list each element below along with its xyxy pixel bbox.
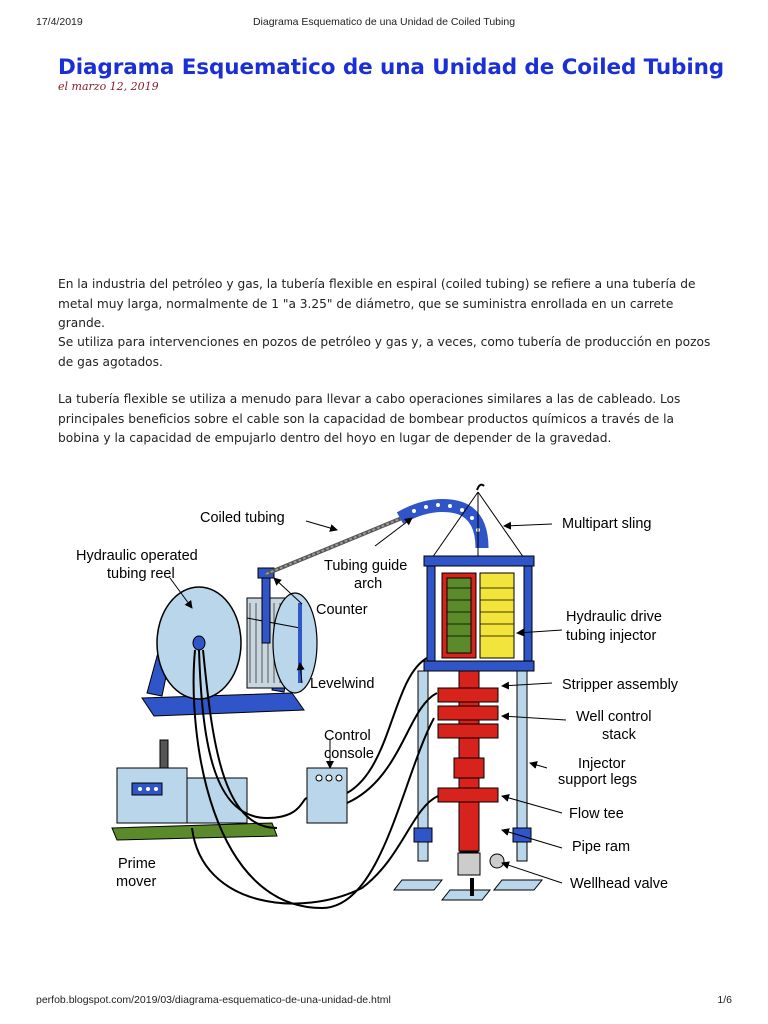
label-prime-1: Prime xyxy=(118,856,156,872)
label-prime-2: mover xyxy=(116,874,156,890)
injector-frame xyxy=(423,555,535,672)
label-legs-1: Injector xyxy=(578,756,626,772)
label-piperam: Pipe ram xyxy=(572,839,630,855)
control-console xyxy=(306,767,348,824)
multipart-sling xyxy=(431,483,525,559)
label-console-1: Control xyxy=(324,728,371,744)
prime-mover xyxy=(111,739,278,841)
label-reel-2: tubing reel xyxy=(107,566,175,582)
label-wellcontrol-1: Well control xyxy=(576,709,651,725)
label-wellcontrol-2: stack xyxy=(602,727,637,743)
label-injector-2: tubing injector xyxy=(566,628,656,644)
label-injector-1: Hydraulic drive xyxy=(566,609,662,625)
label-wellhead: Wellhead valve xyxy=(570,876,668,892)
support-legs xyxy=(392,670,544,901)
hydraulic-hoses xyxy=(191,649,439,910)
coiled-tubing-diagram: Coiled tubing Hydraulic operated tubing … xyxy=(76,483,679,910)
label-stripper: Stripper assembly xyxy=(562,677,679,693)
label-coiled-tubing: Coiled tubing xyxy=(200,510,285,526)
print-title: Diagrama Esquematico de una Unidad de Co… xyxy=(252,16,516,28)
label-sling: Multipart sling xyxy=(562,516,651,532)
page-url[interactable]: perfob.blogspot.com/2019/03/diagrama-esq… xyxy=(36,994,391,1006)
label-guide-2: arch xyxy=(354,576,382,592)
well-control-stack xyxy=(437,670,505,896)
tubing-reel xyxy=(141,567,318,717)
label-console-2: console xyxy=(324,746,374,762)
post-date: el marzo 12, 2019 xyxy=(58,80,159,93)
paragraph-2: Se utiliza para intervenciones en pozos … xyxy=(58,335,711,369)
paragraph-1: En la industria del petróleo y gas, la t… xyxy=(58,277,696,330)
label-reel-1: Hydraulic operated xyxy=(76,548,198,564)
label-levelwind: Levelwind xyxy=(310,676,375,692)
page-number: 1/6 xyxy=(717,994,732,1006)
paragraph-3: La tubería flexible se utiliza a menudo … xyxy=(58,392,681,445)
post-title[interactable]: Diagrama Esquematico de una Unidad de Co… xyxy=(58,55,725,80)
print-header: 17/4/2019 Diagrama Esquematico de una Un… xyxy=(0,16,768,30)
label-legs-2: support legs xyxy=(558,772,637,788)
label-flowtee: Flow tee xyxy=(569,806,624,822)
label-counter: Counter xyxy=(316,602,368,618)
label-guide-1: Tubing guide xyxy=(324,558,407,574)
print-date: 17/4/2019 xyxy=(36,16,83,28)
